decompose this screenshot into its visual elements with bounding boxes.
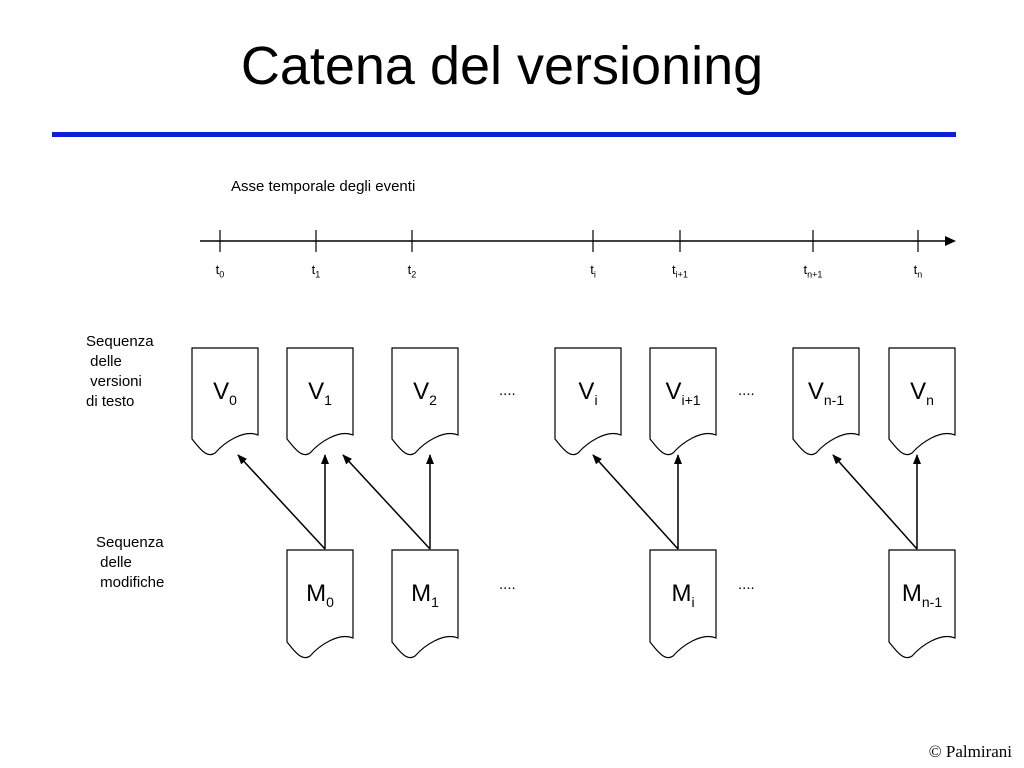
time-tick-label-4-base: t [672, 262, 676, 277]
modification-label-1-subscript: 1 [431, 593, 439, 610]
version-label-2: V2 [413, 378, 437, 408]
version-ellipsis-1: .... [499, 382, 516, 399]
time-tick-label-0-subscript: 0 [219, 269, 225, 280]
version-label-2-subscript: 2 [429, 391, 437, 408]
time-tick-label-6-subscript: n [917, 269, 923, 280]
version-document-5 [792, 347, 860, 456]
version-ellipsis-2: .... [738, 382, 755, 399]
time-tick-label-0: t0 [216, 262, 225, 280]
change-ellipsis-1: .... [499, 576, 516, 593]
modification-document-1 [391, 549, 459, 659]
version-label-4-base: V [665, 378, 682, 405]
version-label-3: Vi [578, 378, 597, 408]
time-tick-label-4-subscript: i+1 [675, 269, 688, 280]
modification-label-3-subscript: n-1 [921, 593, 943, 610]
time-tick-label-1: t1 [312, 262, 321, 280]
time-tick-label-3-subscript: i [593, 269, 596, 280]
version-document-4 [649, 347, 717, 456]
time-tick-label-5-base: t [803, 262, 808, 277]
title-underline [52, 132, 956, 137]
version-label-0: V0 [213, 378, 237, 408]
version-label-0-base: V [213, 378, 230, 405]
time-tick-label-2: t2 [408, 262, 417, 280]
change-ellipsis-2: .... [738, 576, 755, 593]
modification-document-0 [286, 549, 354, 659]
modification-label-0-base: M [306, 580, 327, 607]
version-document-6 [888, 347, 956, 456]
version-document-2 [391, 347, 459, 456]
version-label-5-base: V [807, 378, 824, 405]
version-label-5-subscript: n-1 [823, 391, 845, 408]
time-tick-label-1-subscript: 1 [315, 269, 321, 280]
version-document-3 [554, 347, 622, 456]
derivation-arrow-0 [237, 454, 326, 550]
version-label-1: V1 [308, 378, 332, 408]
version-label-2-base: V [413, 378, 430, 405]
modification-label-2: Mi [671, 580, 694, 610]
copyright-notice: © Palmirani [928, 742, 1012, 761]
modification-document-2 [649, 549, 717, 659]
version-label-4-subscript: i+1 [681, 391, 701, 408]
modification-label-0-subscript: 0 [326, 593, 334, 610]
time-axis-label: Asse temporale degli eventi [231, 178, 416, 195]
time-tick-label-3-base: t [590, 262, 594, 277]
time-tick-label-4: ti+1 [672, 262, 688, 280]
versions-sequence-label: Sequenza delle versioni di testo [86, 333, 154, 410]
modification-label-3-base: M [901, 580, 922, 607]
time-tick-label-3: ti [590, 262, 596, 280]
version-label-5: Vn-1 [808, 378, 844, 408]
modification-label-2-subscript: i [691, 593, 695, 610]
version-label-3-subscript: i [594, 391, 598, 408]
modification-label-0: M0 [306, 580, 334, 610]
time-axis-arrowhead [945, 236, 956, 246]
version-label-0-subscript: 0 [229, 391, 237, 408]
modification-document-3 [888, 549, 956, 659]
modification-label-1-base: M [411, 580, 432, 607]
version-label-6-base: V [910, 378, 927, 405]
version-label-1-subscript: 1 [324, 391, 332, 408]
changes-sequence-label: Sequenza delle modifiche [96, 534, 165, 591]
derivation-arrow-4 [592, 454, 679, 550]
time-tick-label-1-base: t [311, 262, 316, 277]
slide-title: Catena del versioning [240, 36, 764, 96]
version-label-4: Vi+1 [665, 378, 700, 408]
derivation-arrow-6 [832, 454, 918, 550]
version-label-3-base: V [578, 378, 595, 405]
modification-label-2-base: M [671, 580, 692, 607]
version-document-0 [191, 347, 259, 456]
time-tick-label-0-base: t [215, 262, 220, 277]
time-tick-label-2-subscript: 2 [411, 269, 417, 280]
time-tick-label-5-subscript: n+1 [807, 269, 823, 280]
time-tick-label-5: tn+1 [804, 262, 823, 280]
version-label-6: Vn [910, 378, 934, 408]
version-label-1-base: V [308, 378, 325, 405]
time-tick-label-6-base: t [913, 262, 918, 277]
modification-label-3: Mn-1 [902, 580, 942, 610]
time-tick-label-6: tn [914, 262, 923, 280]
version-label-6-subscript: n [926, 391, 934, 408]
version-document-1 [286, 347, 354, 456]
modification-label-1: M1 [411, 580, 439, 610]
derivation-arrow-2 [342, 454, 431, 550]
time-tick-label-2-base: t [407, 262, 412, 277]
